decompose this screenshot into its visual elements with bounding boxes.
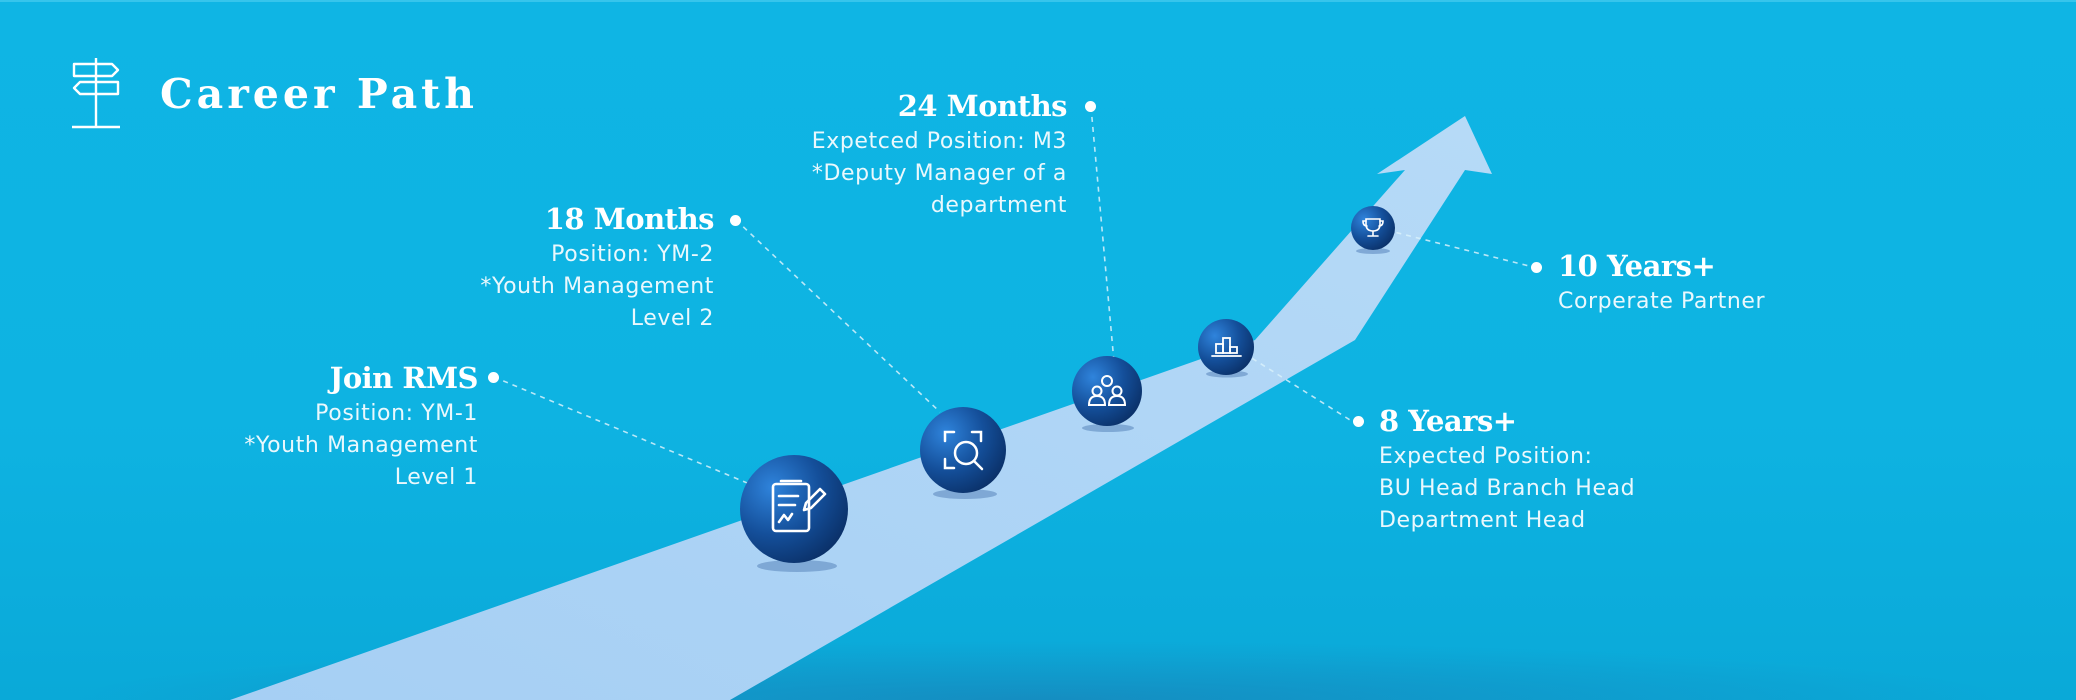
milestone-line: Expetced Position: M3 (811, 129, 1067, 154)
connector-line (1090, 106, 1115, 363)
team-icon (1087, 375, 1127, 406)
milestone-dot (1085, 101, 1096, 112)
milestone-line: *Youth Management (244, 433, 478, 458)
milestone-dot (1353, 416, 1364, 427)
podium-icon (1211, 337, 1242, 357)
magnify-focus-icon (943, 430, 984, 471)
header: Career Path (66, 56, 486, 136)
milestone-heading: 10 Years+ (1558, 249, 1716, 283)
milestone-line: *Deputy Manager of a (811, 161, 1067, 186)
milestone-10-years: 10 Years+ Corperate Partner (1558, 248, 1888, 318)
connector-line (493, 376, 753, 486)
document-sign-icon (771, 479, 827, 533)
milestone-dot (488, 372, 499, 383)
milestone-heading: 18 Months (544, 202, 715, 236)
milestone-24-months: 24 Months Expetced Position: M3 *Deputy … (760, 88, 1068, 222)
milestone-line: Expected Position: (1379, 444, 1593, 469)
node-shadow (1356, 248, 1390, 254)
node-trophy (1351, 206, 1395, 250)
milestone-dot (730, 215, 741, 226)
milestone-line: *Youth Management (480, 274, 714, 299)
node-shadow (933, 489, 997, 499)
page-title: Career Path (160, 70, 478, 118)
milestone-line: department (930, 193, 1067, 218)
milestone-line: Position: YM-1 (315, 401, 478, 426)
node-shadow (757, 560, 837, 572)
milestone-dot (1531, 262, 1542, 273)
milestone-line: Department Head (1379, 508, 1586, 533)
milestone-line: Position: YM-2 (551, 242, 714, 267)
milestone-heading: 24 Months (897, 89, 1068, 123)
connector-line (1393, 231, 1538, 269)
top-border (0, 0, 2076, 2)
node-podium (1198, 319, 1254, 375)
milestone-line: BU Head Branch Head (1379, 476, 1636, 501)
milestone-line: Level 2 (630, 306, 714, 331)
milestone-line: Corperate Partner (1558, 289, 1766, 314)
trophy-icon (1362, 218, 1384, 237)
milestone-line: Level 1 (394, 465, 478, 490)
node-team (1072, 356, 1142, 426)
milestone-8-years: 8 Years+ Expected Position: BU Head Bran… (1379, 403, 1709, 537)
connector-line (735, 219, 941, 413)
milestone-18-months: 18 Months Position: YM-2 *Youth Manageme… (430, 201, 714, 335)
milestone-join-rms: Join RMS Position: YM-1 *Youth Managemen… (200, 360, 478, 494)
milestone-heading: 8 Years+ (1379, 404, 1517, 438)
node-focus (920, 407, 1006, 493)
connector-line (1249, 356, 1359, 426)
node-shadow (1082, 424, 1134, 432)
milestone-heading: Join RMS (329, 361, 479, 395)
node-document (740, 455, 848, 563)
path-arrow-body (230, 116, 1492, 700)
signpost-icon (72, 58, 120, 129)
